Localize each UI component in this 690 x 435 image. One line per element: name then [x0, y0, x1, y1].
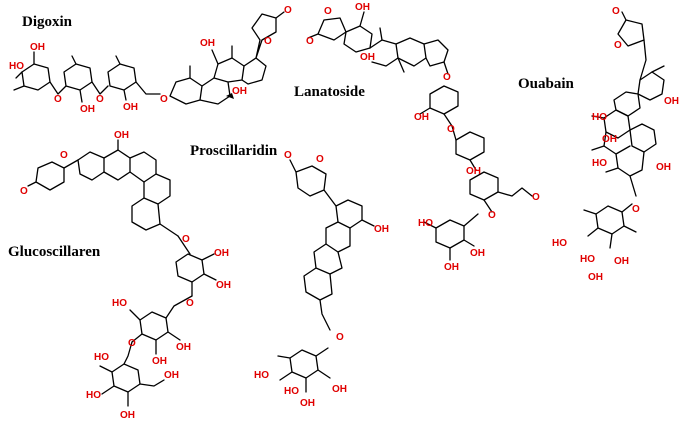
digoxin-o-lactone: O: [264, 36, 272, 47]
digoxin-oh-1: OH: [30, 42, 45, 53]
lanatoside-oh-3: OH: [414, 112, 429, 123]
digoxin-o-link-2: O: [96, 94, 104, 105]
glucoscillaren-ho-1: HO: [112, 298, 127, 309]
digoxin-ho-1: HO: [9, 61, 24, 72]
ouabain-o-lactone: O: [614, 40, 622, 51]
lanatoside-o-link-2: O: [447, 124, 455, 135]
ouabain-oh-1: OH: [664, 96, 679, 107]
proscillaridin-o-link: O: [336, 332, 344, 343]
glucoscillaren-oh-3: OH: [216, 280, 231, 291]
proscillaridin-structure: O O OH O HO HO OH OH: [254, 150, 389, 409]
digoxin-oh-5: OH: [232, 86, 247, 97]
ouabain-ho-3: HO: [552, 238, 567, 249]
proscillaridin-o-carbonyl: O: [284, 150, 292, 161]
ouabain-oh-3: OH: [656, 162, 671, 173]
digoxin-structure: HO OH O O OH OH O OH OH O O: [9, 5, 292, 115]
lanatoside-o-link-1: O: [443, 72, 451, 83]
glucoscillaren-o-ring: O: [60, 150, 68, 161]
ouabain-oh-5: OH: [588, 272, 603, 283]
lanatoside-o-carbonyl: O: [306, 36, 314, 47]
glucoscillaren-o-carbonyl: O: [20, 186, 28, 197]
glucoscillaren-oh-4: OH: [176, 342, 191, 353]
digoxin-oh-4: OH: [200, 38, 215, 49]
lanatoside-oh-4: OH: [466, 166, 481, 177]
glucoscillaren-structure: O O OH O OH OH O HO OH OH O HO HO OH OH: [20, 130, 231, 421]
lanatoside-oh-5: OH: [444, 262, 459, 273]
proscillaridin-oh-2: OH: [300, 398, 315, 409]
lanatoside-title: Lanatoside: [294, 84, 365, 100]
glucoscillaren-oh-6: OH: [120, 410, 135, 421]
lanatoside-oh-2: OH: [360, 52, 375, 63]
proscillaridin-oh-1: OH: [374, 224, 389, 235]
glucoscillaren-ho-2: HO: [94, 352, 109, 363]
ouabain-ho-1: HO: [592, 112, 607, 123]
lanatoside-oh-6: OH: [470, 248, 485, 259]
glucoscillaren-oh-5: OH: [152, 356, 167, 367]
ouabain-ho-4: HO: [580, 254, 595, 265]
digoxin-o-carbonyl: O: [284, 5, 292, 16]
digoxin-oh-2: OH: [80, 104, 95, 115]
digoxin-title: Digoxin: [22, 14, 73, 30]
lanatoside-ho: HO: [418, 218, 433, 229]
digoxin-o-link-3: O: [160, 94, 168, 105]
proscillaridin-o-ring: O: [316, 154, 324, 165]
glucoscillaren-o-link-3: O: [128, 338, 136, 349]
lanatoside-o-lactone: O: [324, 6, 332, 17]
ouabain-o-link: O: [632, 204, 640, 215]
lanatoside-structure: O O OH OH O OH O OH O HO OH OH O: [306, 2, 540, 273]
ouabain-ho-2: HO: [592, 158, 607, 169]
glucoscillaren-oh-1: OH: [114, 130, 129, 141]
ouabain-oh-4: OH: [614, 256, 629, 267]
ouabain-structure: O O OH HO OH HO OH O HO HO OH OH: [552, 6, 679, 283]
glucoscillaren-ho-3: HO: [86, 390, 101, 401]
glucoscillaren-oh-7: OH: [164, 370, 179, 381]
proscillaridin-ho-1: HO: [254, 370, 269, 381]
lanatoside-oh-1: OH: [355, 2, 370, 13]
ouabain-oh-2: OH: [602, 134, 617, 145]
ouabain-o-carbonyl: O: [612, 6, 620, 17]
glucoscillaren-oh-2: OH: [214, 248, 229, 259]
glucoscillaren-o-link-1: O: [182, 234, 190, 245]
proscillaridin-oh-3: OH: [332, 384, 347, 395]
digoxin-o-link-1: O: [54, 94, 62, 105]
glucoscillaren-o-link-2: O: [186, 298, 194, 309]
proscillaridin-ho-2: HO: [284, 386, 299, 397]
digoxin-oh-3: OH: [123, 102, 138, 113]
proscillaridin-title: Proscillaridin: [190, 143, 278, 159]
lanatoside-o-acetyl: O: [532, 192, 540, 203]
ouabain-title: Ouabain: [518, 76, 575, 92]
glucoscillaren-title: Glucoscillaren: [8, 244, 101, 260]
lanatoside-o-link-3: O: [488, 210, 496, 221]
